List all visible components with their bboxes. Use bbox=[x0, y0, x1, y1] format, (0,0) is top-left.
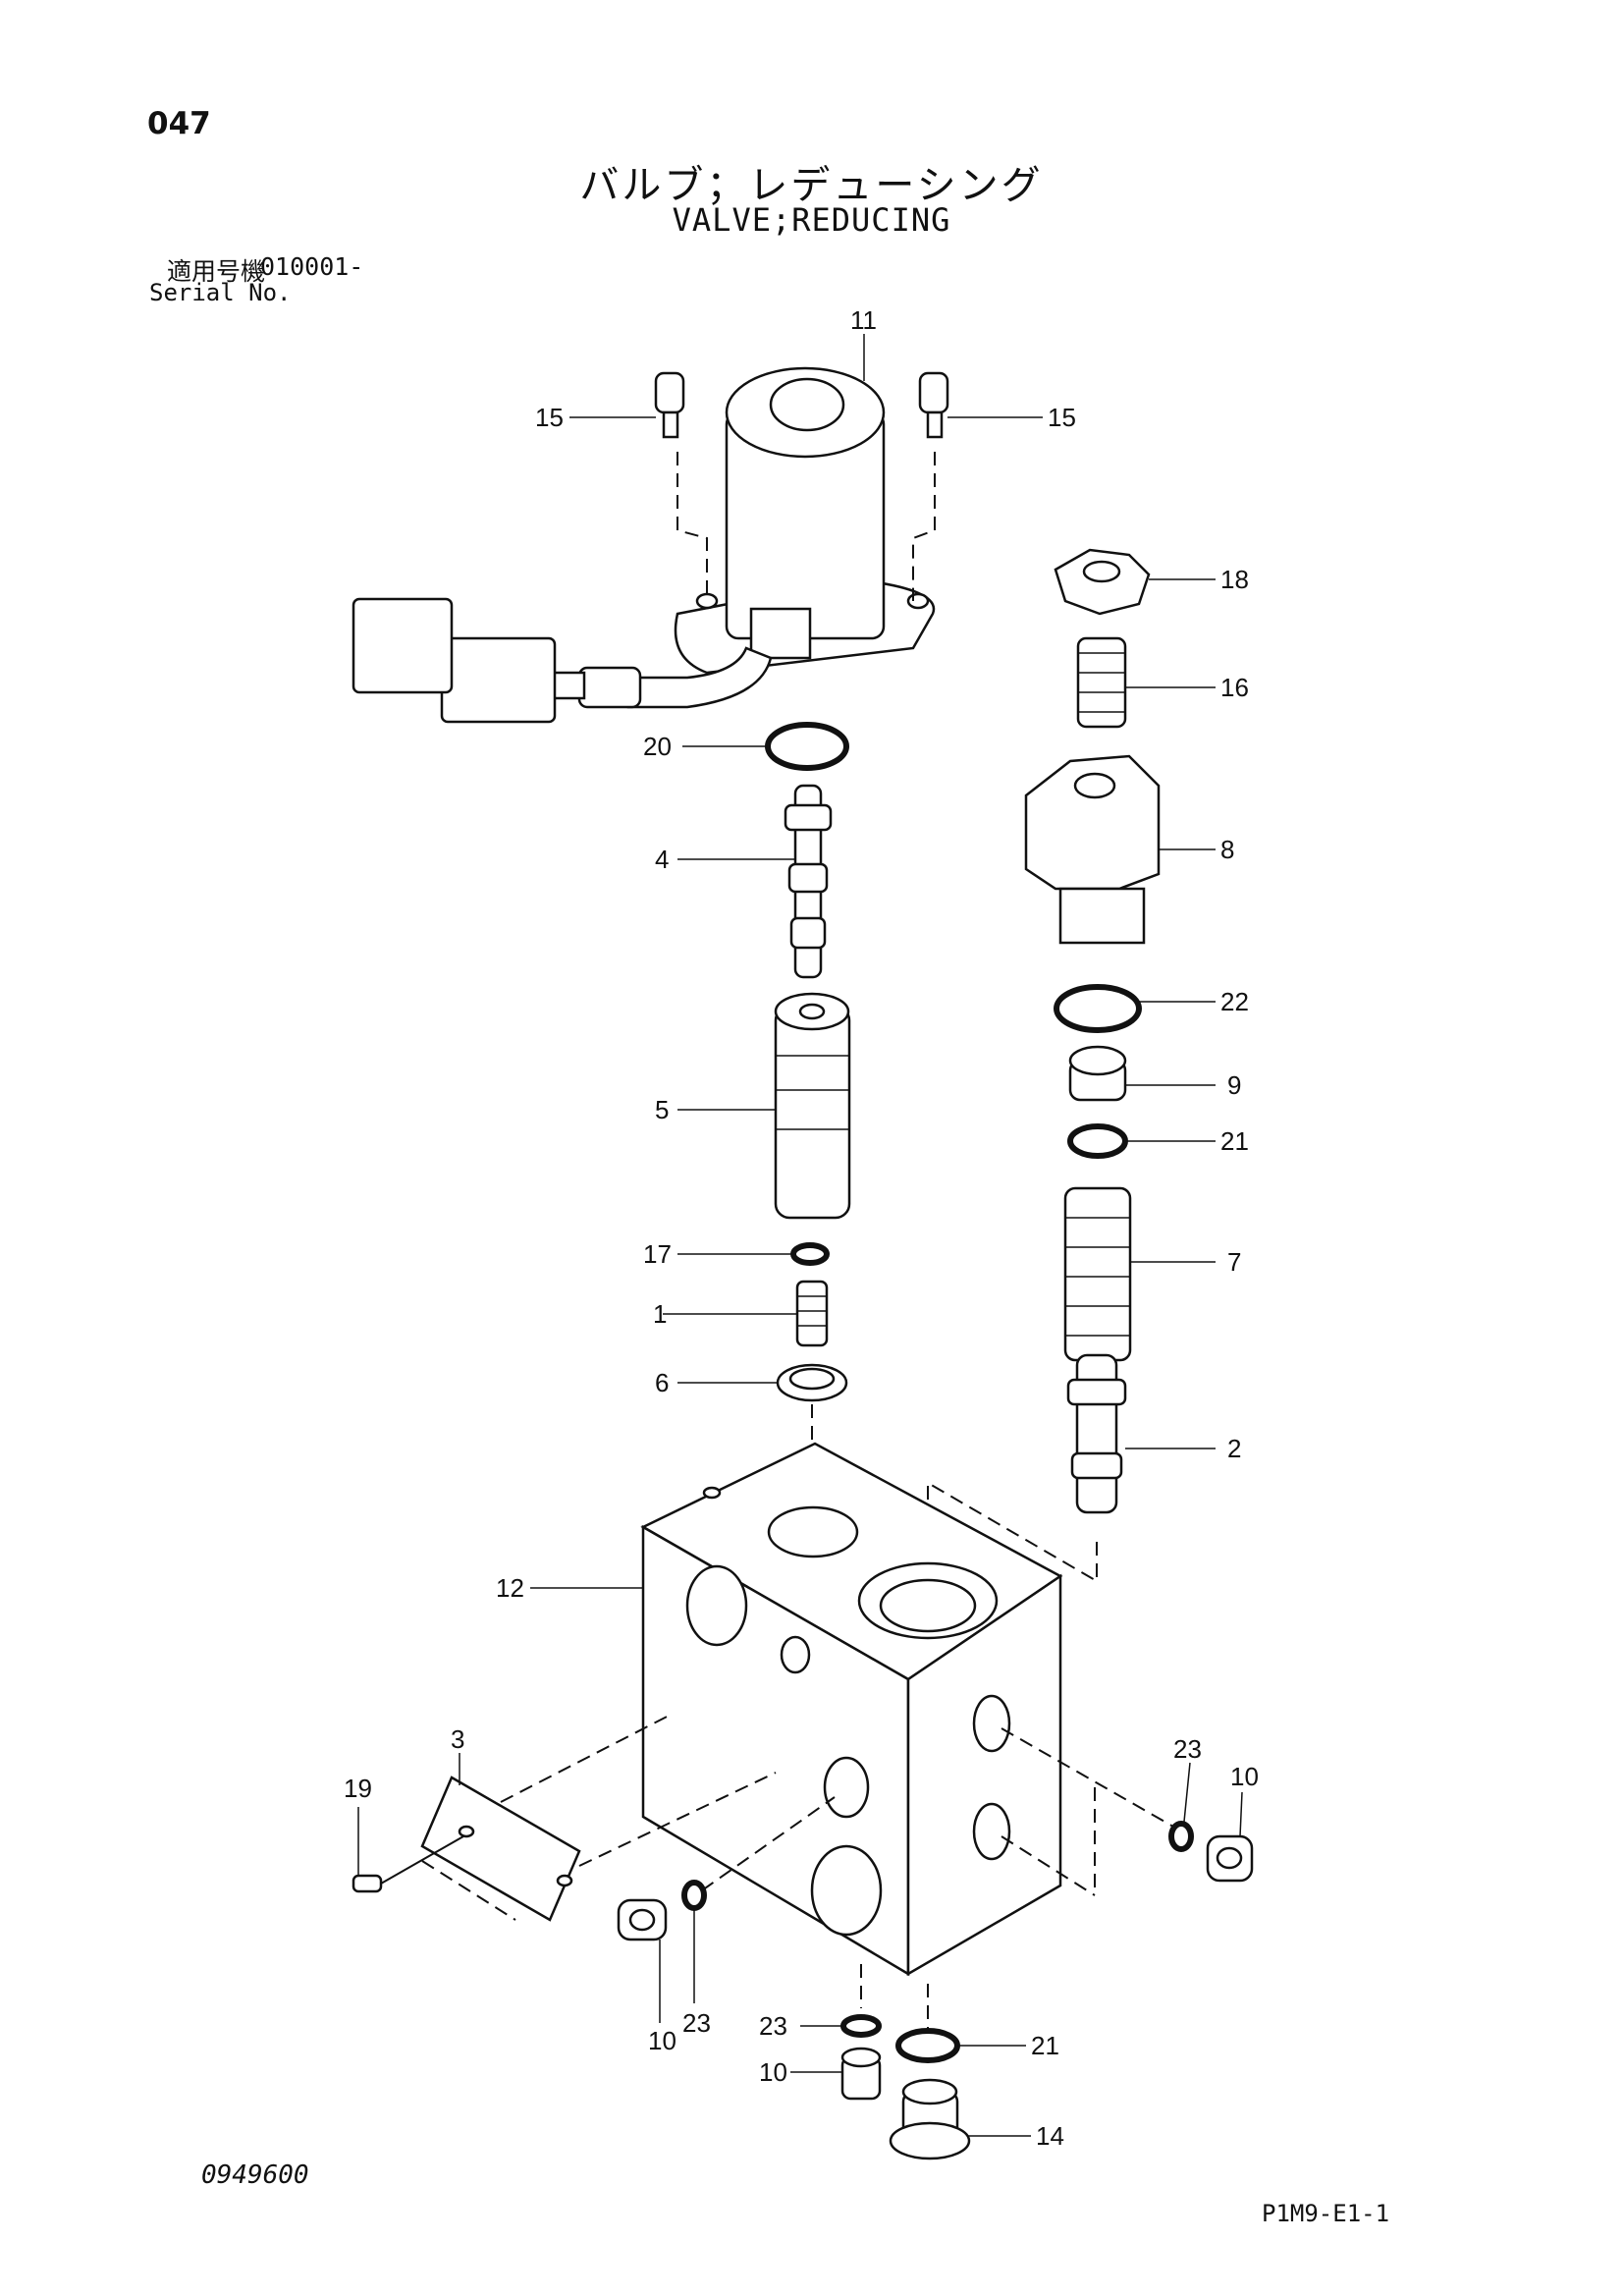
plug-part-14 bbox=[889, 2078, 971, 2160]
callout-16: 16 bbox=[1220, 673, 1249, 702]
serial-label-english: Serial No. bbox=[149, 279, 292, 306]
o-ring-part-23-right bbox=[1168, 1821, 1194, 1852]
callout-7: 7 bbox=[1227, 1247, 1241, 1277]
spring-part-1 bbox=[795, 1280, 829, 1347]
plug-part-10-left bbox=[617, 1898, 668, 1941]
callout-21-upper: 21 bbox=[1220, 1126, 1249, 1156]
callout-5: 5 bbox=[655, 1095, 669, 1124]
callout-11: 11 bbox=[850, 305, 877, 335]
page-number: 047 bbox=[147, 106, 211, 141]
callout-23-left: 23 bbox=[682, 2008, 711, 2038]
o-ring-part-22 bbox=[1054, 984, 1142, 1033]
callout-12: 12 bbox=[496, 1573, 524, 1603]
o-ring-part-23-bottom bbox=[840, 2014, 882, 2038]
callout-3: 3 bbox=[451, 1724, 464, 1754]
title-english: VALVE;REDUCING bbox=[672, 201, 951, 239]
nut-part-18 bbox=[1054, 548, 1151, 616]
drawing-number: 0949600 bbox=[201, 2160, 309, 2190]
spool-part-4 bbox=[784, 784, 833, 979]
callout-14: 14 bbox=[1036, 2121, 1064, 2151]
bolt-part-15-right bbox=[918, 371, 949, 439]
serial-label-japanese: 適用号機 bbox=[167, 257, 266, 286]
plug-part-10-right bbox=[1206, 1834, 1254, 1883]
spring-part-7 bbox=[1063, 1186, 1132, 1362]
valve-body-part-12 bbox=[640, 1442, 1063, 1977]
bolt-part-15-left bbox=[654, 371, 685, 439]
callout-15-left: 15 bbox=[535, 403, 564, 432]
callout-6: 6 bbox=[655, 1368, 669, 1397]
screw-part-19 bbox=[352, 1835, 464, 1893]
callout-9: 9 bbox=[1227, 1070, 1241, 1100]
callout-1: 1 bbox=[653, 1299, 667, 1329]
serial-value: 010001- bbox=[260, 252, 364, 281]
connector-part bbox=[352, 597, 642, 724]
o-ring-part-21-lower bbox=[895, 2028, 960, 2063]
callout-22: 22 bbox=[1220, 987, 1249, 1016]
callout-4: 4 bbox=[655, 845, 669, 874]
plug-part-8 bbox=[1024, 754, 1161, 945]
o-ring-part-20 bbox=[765, 722, 849, 771]
callout-15-right: 15 bbox=[1048, 403, 1076, 432]
callout-labels: 11 15 15 18 16 20 8 4 22 9 21 5 7 17 1 6… bbox=[344, 305, 1259, 2151]
callout-2: 2 bbox=[1227, 1434, 1241, 1463]
spool-part-2 bbox=[1066, 1353, 1127, 1514]
seat-part-6 bbox=[776, 1363, 848, 1402]
callout-10-left: 10 bbox=[648, 2026, 676, 2055]
callout-10-right: 10 bbox=[1230, 1762, 1259, 1791]
callout-23-bottom: 23 bbox=[759, 2011, 787, 2041]
o-ring-part-23-left bbox=[681, 1880, 707, 1911]
plug-part-10-bottom bbox=[840, 2047, 882, 2101]
callout-21-lower: 21 bbox=[1031, 2031, 1059, 2060]
callout-8: 8 bbox=[1220, 835, 1234, 864]
callout-10-bottom: 10 bbox=[759, 2057, 787, 2087]
cap-part-9 bbox=[1068, 1045, 1127, 1102]
callout-19: 19 bbox=[344, 1774, 372, 1803]
callout-17: 17 bbox=[643, 1239, 672, 1269]
screw-part-16 bbox=[1076, 636, 1127, 729]
solenoid-part-11 bbox=[626, 366, 936, 709]
leader-lines bbox=[357, 334, 1243, 2137]
washer-part-17 bbox=[790, 1242, 830, 1266]
sleeve-part-5 bbox=[774, 992, 851, 1220]
nameplate-part-3 bbox=[420, 1776, 581, 1922]
page-code: P1M9-E1-1 bbox=[1262, 2200, 1390, 2227]
callout-23-right: 23 bbox=[1173, 1734, 1202, 1764]
callout-18: 18 bbox=[1220, 565, 1249, 594]
o-ring-part-21-upper bbox=[1067, 1123, 1128, 1159]
title-japanese: バルブ；レデューシング bbox=[579, 163, 1044, 208]
callout-20: 20 bbox=[643, 732, 672, 761]
